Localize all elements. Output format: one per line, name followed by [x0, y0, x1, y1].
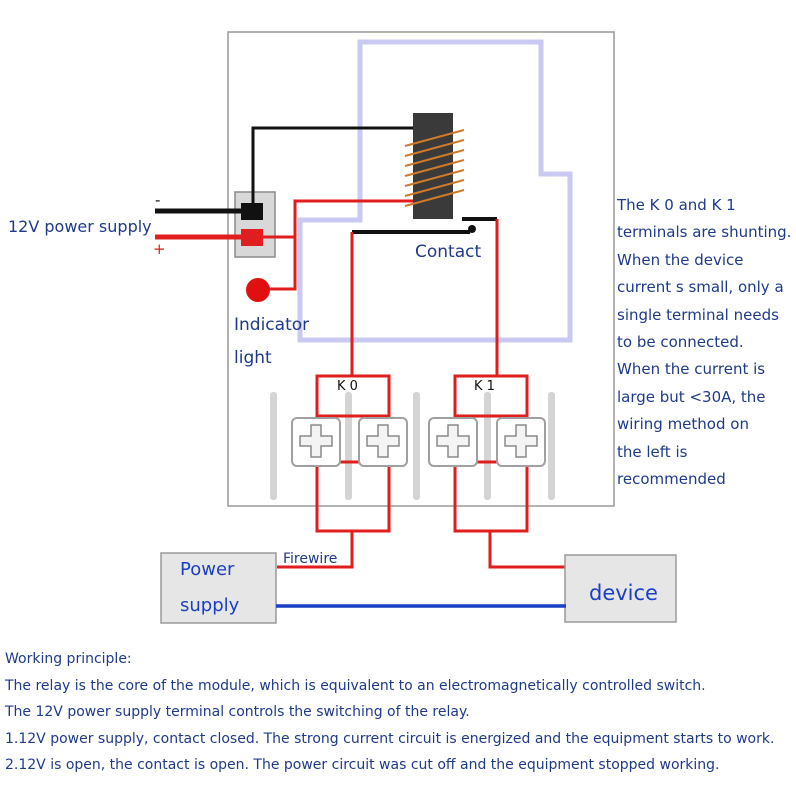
working-principle: Working principle: The relay is the core… [5, 646, 795, 779]
note-line: to be connected. [617, 333, 744, 352]
firewire-label: Firewire [283, 551, 337, 567]
negative-terminal [241, 203, 263, 220]
indicator-label-line2: light [234, 348, 272, 368]
screw-terminal-3 [428, 417, 478, 467]
principle-line: The relay is the core of the module, whi… [5, 677, 706, 694]
terminal-rail [548, 392, 555, 500]
positive-terminal [241, 229, 263, 246]
note-line: single terminal needs [617, 305, 779, 324]
indicator-wire [258, 237, 297, 291]
note-line: current s small, only a [617, 278, 784, 297]
k0-label: K 0 [337, 379, 358, 394]
note-line: The K 0 and K 1 [617, 196, 736, 214]
screw-terminal-2 [358, 417, 408, 467]
principle-line: The 12V power supply terminal controls t… [5, 704, 470, 721]
note-line: recommended [617, 470, 726, 489]
screw-terminal-1 [291, 417, 341, 467]
plus-label: + [153, 240, 166, 258]
minus-label: - [155, 191, 160, 209]
k0-loop-top [315, 374, 391, 418]
note-line: terminals are shunting. [617, 223, 792, 242]
indicator-label: Indicator [234, 315, 309, 335]
contact-label: Contact [415, 242, 481, 262]
contact-point [468, 225, 476, 233]
module-board [227, 31, 615, 507]
terminal-rail [270, 392, 277, 500]
device-box [564, 554, 677, 623]
terminal-rail [345, 392, 352, 500]
note-line: the left is [617, 442, 688, 461]
note-line: When the current is [617, 360, 766, 379]
coil-positive-wire [263, 199, 413, 239]
principle-line: 1.12V power supply, contact closed. The … [5, 730, 775, 747]
screw-terminal-4 [496, 417, 546, 467]
terminal-rail [413, 392, 420, 500]
note-line: When the device [617, 250, 744, 269]
k1-loop-top [453, 374, 529, 418]
indicator-light [246, 278, 270, 302]
relay-outline [297, 39, 573, 343]
principle-heading: Working principle: [5, 651, 132, 667]
shunting-note: The K 0 and K 1 terminals are shunting. … [617, 192, 795, 493]
principle-line: 2.12V is open, the contact is open. The … [5, 757, 720, 774]
note-line: wiring method on [617, 415, 749, 434]
terminal-rail [484, 392, 491, 500]
supply-label: 12V power supply [8, 217, 152, 236]
power-supply-label-line2: supply [180, 595, 240, 616]
coil-winding [404, 128, 465, 208]
coil-negative-wire [251, 126, 438, 205]
power-supply-label: Power [180, 559, 235, 580]
k1-label: K 1 [474, 379, 495, 394]
k0-output-wire [277, 531, 354, 569]
note-line: large but <30A, the [617, 387, 766, 406]
input-terminal-block [234, 191, 276, 258]
power-supply-box [160, 552, 277, 624]
device-label: device [589, 581, 658, 605]
k1-output-wire [488, 531, 566, 569]
